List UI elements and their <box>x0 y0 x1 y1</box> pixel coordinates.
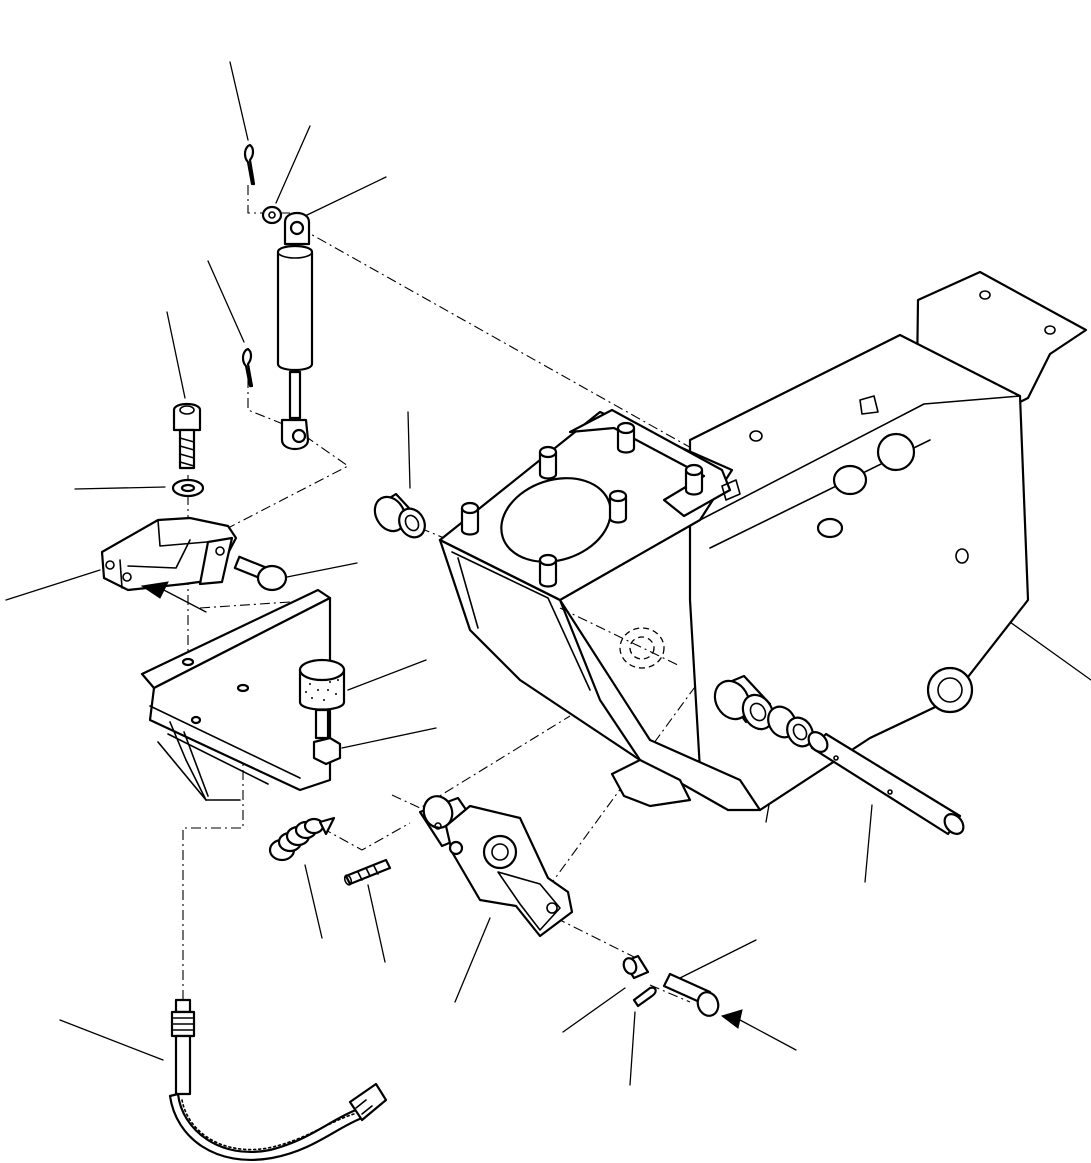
latch-bracket-group <box>100 516 288 613</box>
phantom-gas-spring-upper <box>247 185 300 214</box>
leader-arrow-in <box>739 1019 797 1051</box>
bushings <box>373 492 814 748</box>
leader-roll-pin <box>367 884 386 963</box>
leader-rubber-stopper <box>347 659 427 691</box>
pedal-bracket-housing <box>438 270 1088 812</box>
cap-screw-icon <box>172 402 202 432</box>
mounting-plate-group <box>140 588 332 801</box>
leader-clevis-pin <box>286 562 358 578</box>
leader-cotter-pin-lower <box>207 260 245 343</box>
leader-cap-screw <box>166 311 186 399</box>
stopper-group <box>298 658 346 766</box>
gas-spring-cylinder <box>276 244 314 372</box>
leader-return-spring <box>304 864 323 939</box>
hex-nut-icon <box>312 736 342 766</box>
leader-bushing-left <box>407 411 411 489</box>
cotter-pin-upper-icon <box>243 143 256 186</box>
bushing-pair-icon <box>767 705 814 748</box>
pedal-lever-icon <box>444 804 574 938</box>
leader-pedal-lever <box>454 917 491 1003</box>
phantom-lever-to-bushing <box>547 679 721 889</box>
leader-latch-bracket <box>5 569 101 601</box>
pivot-shaft-icon <box>807 731 965 836</box>
cap-screw-group <box>171 402 205 498</box>
roll-pin-icon <box>343 858 392 886</box>
leader-clevis-pin-small <box>562 987 626 1033</box>
leader-lock-washer <box>74 486 166 490</box>
leader-hex-nut <box>341 727 437 749</box>
housing-posts <box>460 421 704 588</box>
phantom-lower-to-bracket <box>227 435 350 529</box>
housing-side-wall <box>688 333 1030 812</box>
leader-pivot-shaft <box>864 804 873 883</box>
arrow-in-icon <box>720 1009 743 1029</box>
bushing-right-icon <box>713 674 775 731</box>
small-clevis-group <box>622 954 743 1029</box>
pedal-lever-group <box>418 795 574 938</box>
leader-washer-upper <box>275 125 311 204</box>
leader-cotter-pin-small <box>629 1011 636 1086</box>
leader-housing-right <box>995 611 1091 681</box>
phantom-lever-spring <box>321 822 411 851</box>
phantom-lever-housing <box>391 715 571 809</box>
control-cable-icon <box>168 998 388 1161</box>
gas-spring-rod <box>288 370 302 420</box>
cotter-pin-small-icon <box>632 986 657 1008</box>
bushing-left-icon <box>373 492 426 539</box>
leader-clevis-head <box>671 939 757 983</box>
leader-cotter-pin-upper <box>229 61 249 141</box>
leader-gas-spring-eye <box>304 176 387 217</box>
washer-upper-icon <box>261 205 283 225</box>
phantom-housing-hidden <box>559 607 681 667</box>
leader-control-cable <box>59 1019 164 1061</box>
phantom-clevis-axis <box>649 984 691 1003</box>
return-spring-icon <box>268 816 336 862</box>
cotter-pin-lower-icon <box>241 347 254 388</box>
gas-spring-assembly <box>241 143 314 451</box>
